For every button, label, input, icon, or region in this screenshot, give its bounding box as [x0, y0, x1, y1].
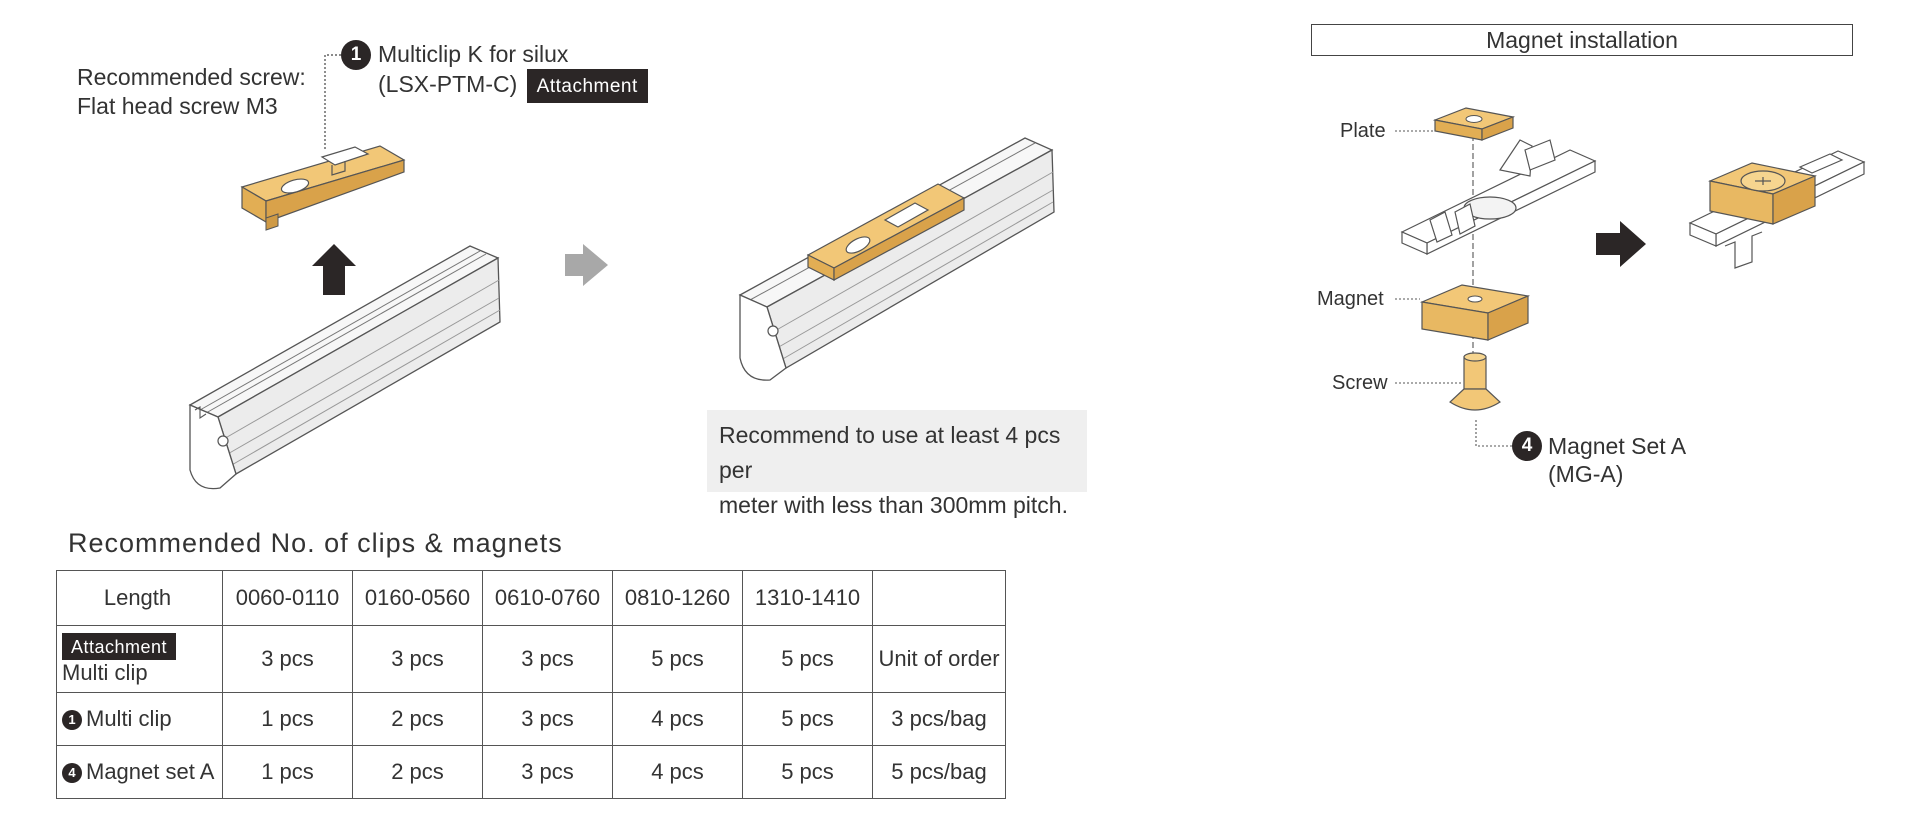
magnet-installation-title: Magnet installation: [1311, 24, 1853, 56]
header-length: Length: [56, 570, 223, 626]
unit-cell: Unit of order: [872, 625, 1006, 693]
row-label: Multi clip: [62, 659, 148, 685]
unit-cell: 5 pcs/bag: [872, 745, 1006, 799]
table-header-row: Length 0060-0110 0160-0560 0610-0760 081…: [56, 570, 1006, 626]
magnet-label: Magnet: [1317, 288, 1384, 310]
part-number-badge: 1: [341, 40, 371, 70]
profile-illustration-left: [188, 245, 501, 490]
up-arrow-icon: [312, 244, 356, 295]
number-badge-icon: 4: [62, 763, 82, 783]
table-cell: 1 pcs: [222, 745, 353, 799]
header-range: 0610-0760: [482, 570, 613, 626]
assembled-magnet-icon: [1708, 162, 1817, 225]
table-cell: 5 pcs: [742, 692, 873, 746]
table-heading: Recommended No. of clips & magnets: [68, 528, 563, 558]
attachment-badge: Attachment: [526, 69, 648, 103]
attachment-badge: Attachment: [62, 632, 177, 660]
table-cell: 1 pcs: [222, 692, 353, 746]
multiclip-name: Multiclip K for silux (LSX-PTM-C) Attach…: [378, 40, 648, 103]
table-cell: 2 pcs: [352, 692, 483, 746]
table-cell: 3 pcs: [352, 625, 483, 693]
multiclip-code: (LSX-PTM-C): [378, 71, 518, 97]
magnet-set-callout: 4: [1512, 431, 1542, 461]
header-range: 0160-0560: [352, 570, 483, 626]
plate-part-icon: [1432, 107, 1516, 141]
magnet-set-code: (MG-A): [1548, 461, 1624, 487]
right-arrow-icon: [565, 244, 608, 286]
table-cell: 4 pcs: [612, 745, 743, 799]
table-cell: 2 pcs: [352, 745, 483, 799]
table-cell: 3 pcs: [222, 625, 353, 693]
table-cell: 5 pcs: [742, 745, 873, 799]
table-cell: 4 pcs: [612, 692, 743, 746]
unit-cell: 3 pcs/bag: [872, 692, 1006, 746]
header-range: 1310-1410: [742, 570, 873, 626]
magnet-part-icon: [1419, 284, 1531, 341]
screw-label: Screw: [1332, 372, 1388, 394]
table-row: Attachment Multi clip 3 pcs 3 pcs 3 pcs …: [56, 625, 1006, 693]
screw-note-line2: Flat head screw M3: [77, 93, 278, 119]
recommendation-line1: Recommend to use at least 4 pcs per: [719, 422, 1061, 483]
profile-illustration-right: [738, 137, 1055, 381]
table-cell: 5 pcs: [612, 625, 743, 693]
plate-label: Plate: [1340, 120, 1386, 142]
header-unit: [872, 570, 1006, 626]
right-arrow-black-icon: [1596, 221, 1646, 267]
screw-part-icon: [1449, 352, 1501, 411]
recommendation-note: Recommend to use at least 4 pcs per mete…: [707, 410, 1087, 518]
clip-frame-icon: [1400, 139, 1597, 255]
clips-magnets-table: Length 0060-0110 0160-0560 0610-0760 081…: [56, 570, 1006, 799]
multiclip-callout: 1: [341, 40, 371, 70]
number-badge-icon: 1: [62, 710, 82, 730]
recommendation-line2: meter with less than 300mm pitch.: [719, 492, 1068, 518]
magnet-set-name: Magnet Set A (MG-A): [1548, 432, 1686, 488]
header-range: 0810-1260: [612, 570, 743, 626]
magnet-set-label: Magnet Set A: [1548, 433, 1687, 459]
multiclip-label: Multiclip K for silux: [378, 41, 569, 67]
row-label: Multi clip: [86, 706, 172, 731]
header-range: 0060-0110: [222, 570, 353, 626]
table-cell: 3 pcs: [482, 745, 613, 799]
multiclip-part-icon: [240, 145, 406, 231]
row-label-cell: Attachment Multi clip: [56, 625, 223, 693]
screw-note-line1: Recommended screw:: [77, 64, 306, 90]
part-number-badge-4: 4: [1512, 431, 1542, 461]
table-cell: 3 pcs: [482, 692, 613, 746]
table-cell: 3 pcs: [482, 625, 613, 693]
row-label: Magnet set A: [86, 759, 215, 784]
table-cell: 5 pcs: [742, 625, 873, 693]
recommended-screw-note: Recommended screw: Flat head screw M3: [77, 63, 306, 121]
